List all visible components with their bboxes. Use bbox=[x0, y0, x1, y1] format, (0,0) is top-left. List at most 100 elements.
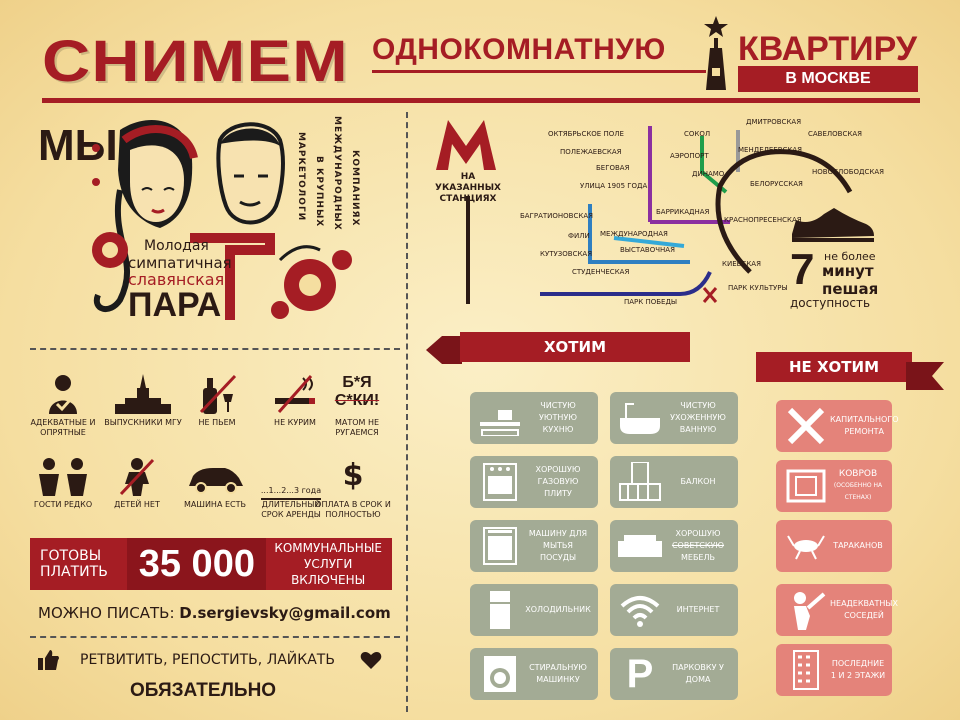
swear-word-2: С*КИ! bbox=[334, 392, 380, 409]
contact-label: МОЖНО ПИСАТЬ: bbox=[38, 604, 175, 622]
want-text: Машину для мытья посуды bbox=[528, 529, 588, 562]
want-card-bathroom: Чистую ухоженную ванную bbox=[610, 392, 738, 444]
want-card-stove: Хорошую газовую плиту bbox=[470, 456, 598, 508]
station-label: ОКТЯБРЬСКОЕ ПОЛЕ bbox=[548, 130, 624, 138]
guests-icon bbox=[39, 458, 87, 496]
trait-label: Гости редко bbox=[33, 500, 93, 509]
job-vertical-3: международных bbox=[332, 116, 342, 231]
want-text: Хорошую газовую плиту bbox=[535, 465, 581, 498]
want-card-balcony: Балкон bbox=[610, 456, 738, 508]
sneaker-icon bbox=[790, 204, 876, 248]
station-label: БАГРАТИОНОВСКАЯ bbox=[520, 212, 593, 220]
title-word-apartment: КВАРТИРУ bbox=[738, 30, 917, 68]
want-text: Чистую уютную кухню bbox=[539, 401, 577, 434]
station-label: ДИНАМО bbox=[692, 170, 725, 178]
walk-line-3: пешая bbox=[822, 280, 879, 298]
station-label: ВЫСТАВОЧНАЯ bbox=[620, 246, 675, 254]
metro-pole bbox=[466, 196, 470, 304]
job-vertical-4: компаниях bbox=[350, 150, 360, 227]
trait-no-kids: Детей нет bbox=[98, 456, 176, 510]
furniture-word-3: мебель bbox=[680, 553, 715, 562]
walk-number: 7 bbox=[790, 245, 815, 294]
want-card-fridge: Холодильник bbox=[470, 584, 598, 636]
header-rule bbox=[42, 98, 920, 103]
dont-card-carpets: Ковров (особенно на стенах) bbox=[776, 460, 892, 512]
furniture-word-1: Хорошую bbox=[675, 529, 721, 538]
vertical-divider bbox=[406, 112, 408, 712]
bathtub-icon bbox=[616, 397, 664, 439]
building-icon bbox=[782, 649, 830, 691]
kremlin-tower-icon bbox=[702, 16, 730, 94]
walk-line-4: доступность bbox=[790, 296, 871, 310]
station-label: КРАСНОПРЕСЕНСКАЯ bbox=[724, 216, 802, 224]
fridge-icon bbox=[476, 589, 524, 631]
share-text: РЕТВИТИТЬ, РЕПОСТИТЬ, ЛАЙКАТЬ bbox=[80, 652, 335, 668]
title-word-rent: СНИМЕМ bbox=[42, 29, 349, 94]
city-badge: В МОСКВЕ bbox=[738, 66, 918, 92]
station-label: ПОЛЕЖАЕВСКАЯ bbox=[560, 148, 622, 156]
no-kids-icon bbox=[119, 458, 155, 496]
metro-map bbox=[530, 112, 870, 316]
price-left-text: ГОТОВЫ ПЛАТИТЬ bbox=[40, 548, 108, 580]
trait-no-drink: Не пьем bbox=[178, 374, 256, 428]
car-icon bbox=[189, 468, 243, 494]
carpet-icon bbox=[782, 465, 830, 507]
trait-guests: Гости редко bbox=[24, 456, 102, 510]
station-label: МЕЖДУНАРОДНАЯ bbox=[600, 230, 668, 238]
couple-illustration-icon bbox=[80, 110, 360, 334]
want-text: Парковку у дома bbox=[672, 663, 724, 684]
carpets-word: Ковров bbox=[838, 469, 878, 479]
trait-label: Адекватные и опрятные bbox=[30, 418, 96, 437]
price-banner: ГОТОВЫ ПЛАТИТЬ 35 000 КОММУНАЛЬНЫЕ УСЛУГ… bbox=[30, 538, 392, 590]
trait-label: Детей нет bbox=[114, 500, 160, 509]
dont-text: Неадекватных соседей bbox=[830, 599, 898, 620]
want-card-washer: Стиральную машинку bbox=[470, 648, 598, 700]
we-letters bbox=[40, 126, 100, 216]
contact-line: МОЖНО ПИСАТЬ: D.sergievsky@gmail.com bbox=[38, 604, 391, 622]
station-label: ДМИТРОВСКАЯ bbox=[746, 118, 802, 126]
wifi-icon bbox=[616, 589, 664, 631]
station-label: АЭРОПОРТ bbox=[670, 152, 709, 160]
couple-line-4: ПАРА bbox=[128, 286, 222, 324]
dishwasher-icon bbox=[476, 525, 524, 567]
want-text: Стиральную машинку bbox=[529, 663, 587, 684]
dont-text: Ковров (особенно на стенах) bbox=[830, 468, 886, 504]
title-word-one-room: ОДНОКОМНАТНУЮ bbox=[372, 33, 666, 66]
thumbs-up-icon[interactable] bbox=[38, 650, 60, 674]
dont-text: Тараканов bbox=[833, 541, 883, 550]
station-label: БАРРИКАДНАЯ bbox=[656, 208, 710, 216]
job-vertical-2: в крупных bbox=[314, 156, 324, 228]
walk-line-1: не более bbox=[824, 250, 876, 263]
station-label: БЕГОВАЯ bbox=[596, 164, 630, 172]
no-alcohol-icon bbox=[199, 374, 237, 414]
want-title: ХОТИМ bbox=[543, 338, 607, 356]
want-text: Балкон bbox=[680, 477, 716, 486]
left-divider-2 bbox=[30, 636, 400, 638]
dont-text: Последние 1 и 2 этажи bbox=[830, 659, 886, 680]
header-thin-rule bbox=[372, 70, 706, 73]
washer-icon bbox=[476, 653, 524, 695]
no-smoking-icon bbox=[275, 375, 315, 413]
contact-email[interactable]: D.sergievsky@gmail.com bbox=[179, 604, 391, 622]
station-label: КУТУЗОВСКАЯ bbox=[540, 250, 593, 258]
trait-label: Матом не ругаемся bbox=[334, 418, 380, 437]
want-card-parking: P Парковку у дома bbox=[610, 648, 738, 700]
trait-pay-on-time: $ Оплата в срок и полностью bbox=[314, 456, 392, 520]
price-amount: 35 000 bbox=[127, 538, 267, 590]
station-label: ПАРК КУЛЬТУРЫ bbox=[728, 284, 788, 292]
want-card-kitchen: Чистую уютную кухню bbox=[470, 392, 598, 444]
sofa-icon bbox=[616, 525, 664, 567]
metro-lines-icon bbox=[540, 126, 853, 303]
station-label: БЕЛОРУССКАЯ bbox=[750, 180, 803, 188]
swear-word-1: Б*Я bbox=[342, 374, 372, 391]
heart-icon[interactable] bbox=[360, 650, 382, 674]
want-text: Интернет bbox=[676, 605, 720, 614]
kitchen-icon bbox=[476, 397, 524, 439]
station-label: САВЕЛОВСКАЯ bbox=[808, 130, 862, 138]
want-text: Чистую ухоженную ванную bbox=[670, 401, 726, 434]
must-text: ОБЯЗАТЕЛЬНО bbox=[130, 680, 277, 701]
station-label: СТУДЕНЧЕСКАЯ bbox=[572, 268, 630, 276]
want-card-dishwasher: Машину для мытья посуды bbox=[470, 520, 598, 572]
trait-label: Не курим bbox=[274, 418, 316, 427]
dont-card-cockroaches: Тараканов bbox=[776, 520, 892, 572]
